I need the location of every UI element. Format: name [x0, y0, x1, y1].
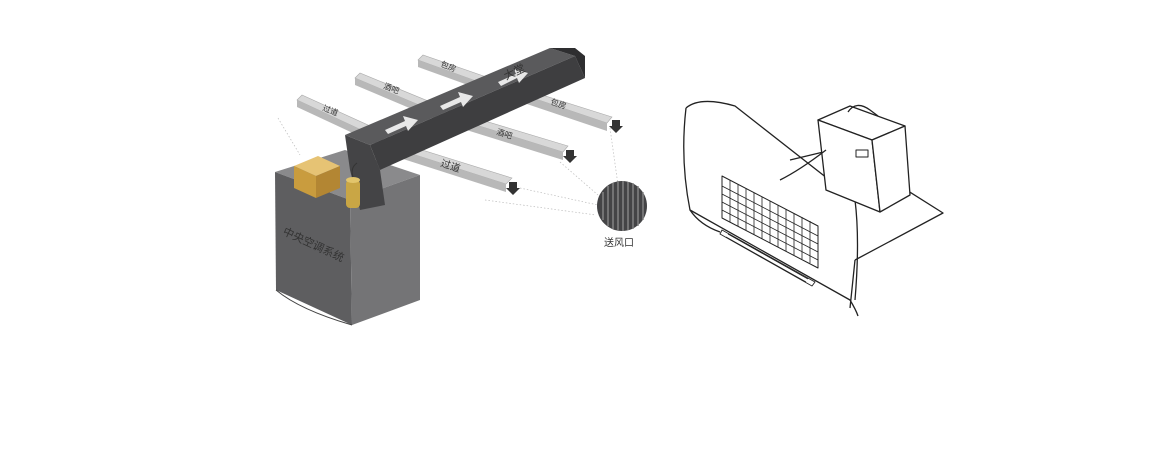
down-arrow-icon [609, 120, 623, 133]
down-arrow-icon [563, 150, 577, 163]
front-grille [721, 175, 819, 269]
down-arrow-icon [506, 182, 520, 195]
display-screen [855, 149, 869, 158]
control-box [817, 104, 911, 213]
arrow-icon [440, 92, 473, 110]
down-arrows [506, 120, 623, 195]
lower-vent [719, 229, 816, 287]
gold-box [294, 156, 340, 326]
air-outlet-detail [597, 181, 647, 231]
duct-system-illustration: 中央空调系统 [275, 48, 647, 326]
gold-cylinder [346, 162, 360, 208]
box-room-label-2: 包房 [549, 96, 567, 110]
pointer-lines [277, 117, 619, 216]
arrow-icon [385, 116, 418, 134]
arrow-icon [498, 69, 528, 86]
air-outlet-label: 送风口 [604, 236, 634, 249]
flow-arrows [385, 69, 528, 134]
wall-unit-illustration [683, 100, 944, 317]
